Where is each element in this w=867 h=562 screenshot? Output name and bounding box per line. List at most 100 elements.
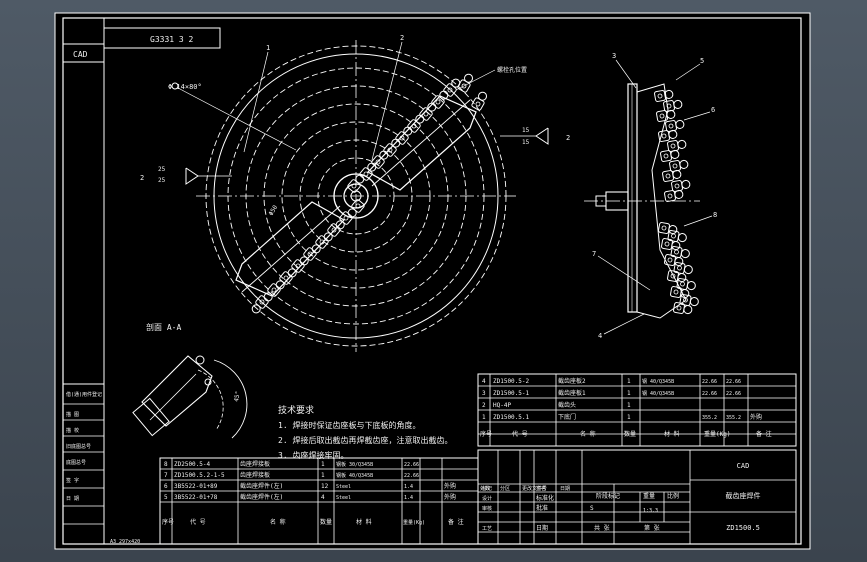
bom-head-code: 代 号 xyxy=(190,518,206,526)
top-code-box: G3331 3 2 CAD xyxy=(63,18,221,63)
pick-lower xyxy=(311,235,329,254)
pick-lower xyxy=(287,259,305,278)
side-view xyxy=(584,59,713,335)
bom-cell-no: 5 xyxy=(164,494,168,501)
bom-head-no: 序号 xyxy=(480,430,492,438)
pick-side xyxy=(665,119,685,132)
bom-cell-no: 6 xyxy=(164,483,168,490)
strip-label: 签 字 xyxy=(66,477,79,484)
bom-head-qty: 数量 xyxy=(320,518,332,526)
pick-side xyxy=(663,99,683,112)
tb-sign-col: 签名 xyxy=(536,485,546,492)
bom-cell-material: 钢板 40/Q345B xyxy=(336,472,373,479)
bom-cell-name: 截齿头 xyxy=(558,401,576,409)
tech-req-line-1: 1. 焊接时保证齿座板与下底板的角度。 xyxy=(278,420,420,430)
pick-side xyxy=(662,169,682,182)
leader-note xyxy=(455,69,496,91)
hole-leader xyxy=(177,87,297,151)
pick-lower xyxy=(299,247,317,266)
bom-cell-qty: 1 xyxy=(627,414,631,421)
pick-upper xyxy=(371,150,389,169)
bom-cell-code: ZD1500.5.2-1-5 xyxy=(174,472,225,479)
part-label-6: 6 xyxy=(711,106,715,114)
bom-head-name: 名 称 xyxy=(270,518,286,526)
tech-req-line-2: 2. 焊接后取出截齿再焊截齿座，注意取出截齿。 xyxy=(278,435,452,445)
part-label-3: 3 xyxy=(612,52,616,60)
ring-dim-label: Φ50 xyxy=(268,204,280,217)
part-label-2: 2 xyxy=(400,34,404,42)
bom-cell-name: 齿座焊接板 xyxy=(240,460,270,468)
pick-side xyxy=(658,129,678,142)
section-body xyxy=(141,355,213,427)
pick-side xyxy=(670,286,690,299)
bom-head-no: 序号 xyxy=(162,518,174,526)
pick-side xyxy=(660,149,680,162)
bom-cell-name: 下底门 xyxy=(558,413,576,421)
cad-label: CAD xyxy=(73,50,88,59)
bom-cell-no: 3 xyxy=(482,390,486,397)
tb-part-name: 截齿座焊件 xyxy=(726,491,761,500)
strip-label: 日 期 xyxy=(66,496,79,502)
bom-cell-code: ZD1500.5-2 xyxy=(493,378,530,385)
bom-cell-name: 截齿座焊件(左) xyxy=(240,482,283,490)
tb-sign-col: 分区 xyxy=(500,485,510,492)
pick-side xyxy=(671,179,691,192)
tb-standardize: 标准化 xyxy=(536,494,554,502)
pick-side xyxy=(673,302,693,315)
bom-cell-qty: 4 xyxy=(321,494,325,501)
leader-7 xyxy=(597,255,651,291)
dim-25a: 25 xyxy=(158,166,166,173)
leader-8 xyxy=(683,215,713,227)
bom-cell-qty: 1 xyxy=(627,378,631,385)
leader-1 xyxy=(243,51,269,153)
tb-sign-col: 日期 xyxy=(560,486,570,492)
bom-cell-weight-unit: 22.66 xyxy=(702,379,717,385)
pick-upper xyxy=(457,73,473,93)
bom-head-material: 材 料 xyxy=(356,518,372,526)
tb-company: CAD xyxy=(737,462,750,470)
pick-row-upper xyxy=(347,73,487,193)
bom-cell-name: 截齿座板2 xyxy=(558,377,586,385)
bom-cell-weight-total: 355.2 xyxy=(726,415,741,421)
pick-upper xyxy=(383,138,401,157)
section-bolt xyxy=(204,378,212,386)
strip-label: 底图总号 xyxy=(66,459,86,466)
bom-cell-note: 外购 xyxy=(444,482,456,490)
hole-spec-label: Φ 14×80° xyxy=(168,83,202,91)
pick-upper xyxy=(359,162,377,181)
pick-lower xyxy=(263,283,281,302)
bom-head-name: 名 称 xyxy=(580,430,596,438)
bom-cell-no: 7 xyxy=(164,472,168,479)
bom-head-weight: 重量(Kg) xyxy=(403,519,425,526)
bom-cell-weight: 1.4 xyxy=(404,495,413,501)
leader-4 xyxy=(603,313,645,335)
bom-cell-qty: 12 xyxy=(321,483,329,490)
pick-side xyxy=(667,270,687,283)
bom-cell-weight: 22.66 xyxy=(404,473,419,479)
part-label-1: 1 xyxy=(266,44,270,52)
pick-lower xyxy=(347,199,365,218)
bom-cell-material: 钢 40/Q345B xyxy=(642,390,674,397)
top-code: G3331 3 2 xyxy=(150,35,194,44)
leader-3 xyxy=(615,59,637,89)
pick-upper xyxy=(471,91,487,111)
section-aa-view xyxy=(132,355,248,439)
tb-scale-label: 比例 xyxy=(667,492,679,500)
bom-cell-no: 2 xyxy=(482,402,486,409)
pick-side xyxy=(664,189,684,202)
section-arc xyxy=(213,359,248,439)
tb-weight-label: 重量 xyxy=(643,492,655,500)
bom-cell-name: 齿座焊接板 xyxy=(240,471,270,479)
bom-cell-code: 3B5522-01+78 xyxy=(174,494,218,501)
bom-cell-qty: 1 xyxy=(321,461,325,468)
bom-cell-weight-total: 22.66 xyxy=(726,391,741,397)
bom-cell-material: 钢 40/Q345B xyxy=(642,378,674,385)
dim-15a: 15 xyxy=(522,127,530,134)
bom-cell-no: 4 xyxy=(482,378,486,385)
bom-cell-qty: 1 xyxy=(627,402,631,409)
bom-cell-name: 截齿座焊件(左) xyxy=(240,493,283,501)
